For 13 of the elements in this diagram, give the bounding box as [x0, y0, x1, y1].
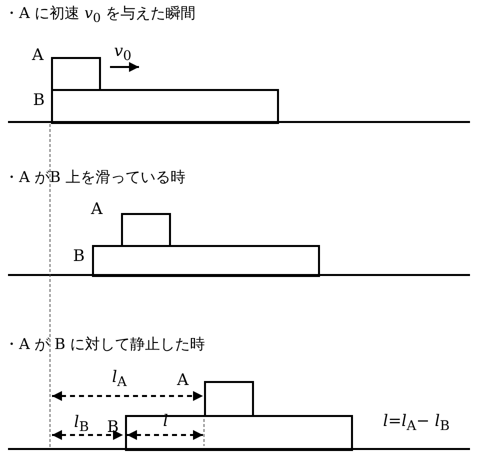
block-label: A — [91, 201, 103, 217]
block-label: B — [107, 419, 119, 435]
block-label: B — [73, 248, 85, 264]
equation: l=l$_{A}$− l$_{B}$ — [383, 413, 450, 434]
heading: ・A がB 上を滑っている時 — [4, 170, 186, 185]
heading: ・A が B に対して静止した時 — [4, 337, 206, 352]
velocity-label: v$_{0}$ — [114, 43, 132, 64]
dimension-label: l$_{A}$ — [112, 369, 127, 390]
block-label: B — [33, 92, 45, 108]
block-label: A — [177, 372, 189, 388]
heading: ・A に初速 v$_{0}$ を与えた瞬間 — [4, 6, 196, 24]
block-label: A — [32, 47, 44, 63]
dimension-label: l$_{B}$ — [74, 414, 89, 435]
